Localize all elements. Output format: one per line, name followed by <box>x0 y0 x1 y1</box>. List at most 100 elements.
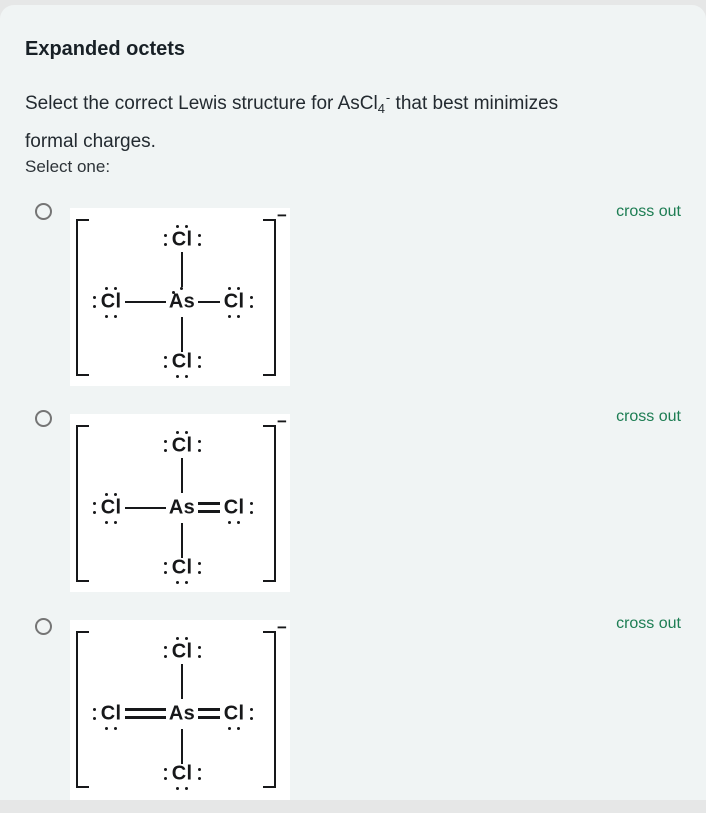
atom-label: Cl <box>100 290 122 313</box>
lone-pair-dot <box>197 768 201 771</box>
bond-line <box>180 252 184 287</box>
lone-pair-dot <box>114 492 117 496</box>
atom-label: As <box>168 496 196 519</box>
atom-label: Cl <box>223 702 245 725</box>
negative-charge: − <box>277 412 287 431</box>
lone-pair-dot <box>114 726 117 730</box>
lone-pair-dot <box>197 234 201 237</box>
lone-pair-dot <box>105 520 108 524</box>
lone-pair-dot <box>185 786 188 790</box>
question-suffix: that best minimizes <box>390 93 559 114</box>
lone-pair-dot <box>197 571 201 574</box>
lone-pair-dot <box>92 305 96 308</box>
lone-pair-dot <box>249 305 253 308</box>
bond-line <box>125 708 166 711</box>
lone-pair-dot <box>249 511 253 514</box>
lone-pair-dot <box>105 314 108 318</box>
atom-label: Cl <box>223 290 245 313</box>
lone-pair-dot <box>228 726 231 730</box>
bond-line <box>125 300 166 304</box>
page-title: Expanded octets <box>25 37 186 60</box>
charge-superscript: - <box>385 90 391 105</box>
radio-button[interactable] <box>35 203 52 220</box>
lone-pair-dot <box>163 571 167 574</box>
lone-pair-dot <box>197 646 201 649</box>
lone-pair-dot <box>228 520 231 524</box>
radio-button[interactable] <box>35 410 52 427</box>
lone-pair-dot <box>185 374 188 378</box>
bond-line <box>198 716 220 719</box>
lone-pair-dot <box>92 296 96 299</box>
lone-pair-dot <box>197 449 201 452</box>
lone-pair-dot <box>185 580 188 584</box>
lone-pair-dot <box>197 243 201 246</box>
lone-pair-dot <box>185 430 188 434</box>
lone-pair-dot <box>228 314 231 318</box>
lone-pair-dot <box>163 768 167 771</box>
lone-pair-dot <box>163 655 167 658</box>
radio-button[interactable] <box>35 618 52 635</box>
atom-label: Cl <box>100 496 122 519</box>
lone-pair-dot <box>163 562 167 565</box>
lone-pair-dot <box>105 492 108 496</box>
bond-line <box>180 523 184 558</box>
lone-pair-dot <box>176 430 179 434</box>
cross-out-link[interactable]: cross out <box>616 203 681 220</box>
bond-line <box>198 502 220 505</box>
lone-pair-dot <box>176 374 179 378</box>
lone-pair-dot <box>228 286 231 290</box>
bracket-left <box>76 631 89 788</box>
bond-line <box>198 510 220 513</box>
lone-pair-dot <box>163 449 167 452</box>
lone-pair-dot <box>114 314 117 318</box>
cross-out-link[interactable]: cross out <box>616 615 681 632</box>
lone-pair-dot <box>92 717 96 720</box>
atom-label: Cl <box>171 434 193 457</box>
bond-line <box>180 458 184 493</box>
lone-pair-dot <box>249 708 253 711</box>
atom-label: Cl <box>223 496 245 519</box>
negative-charge: − <box>277 206 287 225</box>
bond-line <box>198 300 220 304</box>
lone-pair-dot <box>197 562 201 565</box>
atom-label: Cl <box>100 702 122 725</box>
lone-pair-dot <box>163 243 167 246</box>
atom-label: Cl <box>171 556 193 579</box>
atom-label: As <box>168 290 196 313</box>
lone-pair-dot <box>176 636 179 640</box>
bond-line <box>198 708 220 711</box>
lone-pair-dot <box>197 440 201 443</box>
bracket-left <box>76 219 89 376</box>
select-prompt: Select one: <box>25 157 111 176</box>
atom-label: Cl <box>171 228 193 251</box>
lone-pair-dot <box>176 786 179 790</box>
lone-pair-dot <box>176 580 179 584</box>
question-line2: formal charges. <box>25 131 156 152</box>
lone-pair-dot <box>114 286 117 290</box>
bond-line <box>125 716 166 719</box>
lone-pair-dot <box>92 502 96 505</box>
lone-pair-dot <box>171 290 175 294</box>
lone-pair-dot <box>92 708 96 711</box>
lone-pair-dot <box>237 314 240 318</box>
lone-pair-dot <box>197 356 201 359</box>
bracket-right <box>263 631 276 788</box>
question-card: Expanded octets Select the correct Lewis… <box>0 5 706 800</box>
lone-pair-dot <box>105 726 108 730</box>
bracket-left <box>76 425 89 582</box>
lone-pair-dot <box>114 520 117 524</box>
lone-pair-dot <box>249 502 253 505</box>
cross-out-link[interactable]: cross out <box>616 408 681 425</box>
bond-line <box>180 729 184 764</box>
lone-pair-dot <box>163 440 167 443</box>
formula-subscript: 4 <box>377 101 385 116</box>
atom-label: As <box>168 702 196 725</box>
lone-pair-dot <box>163 365 167 368</box>
lone-pair-dot <box>92 511 96 514</box>
